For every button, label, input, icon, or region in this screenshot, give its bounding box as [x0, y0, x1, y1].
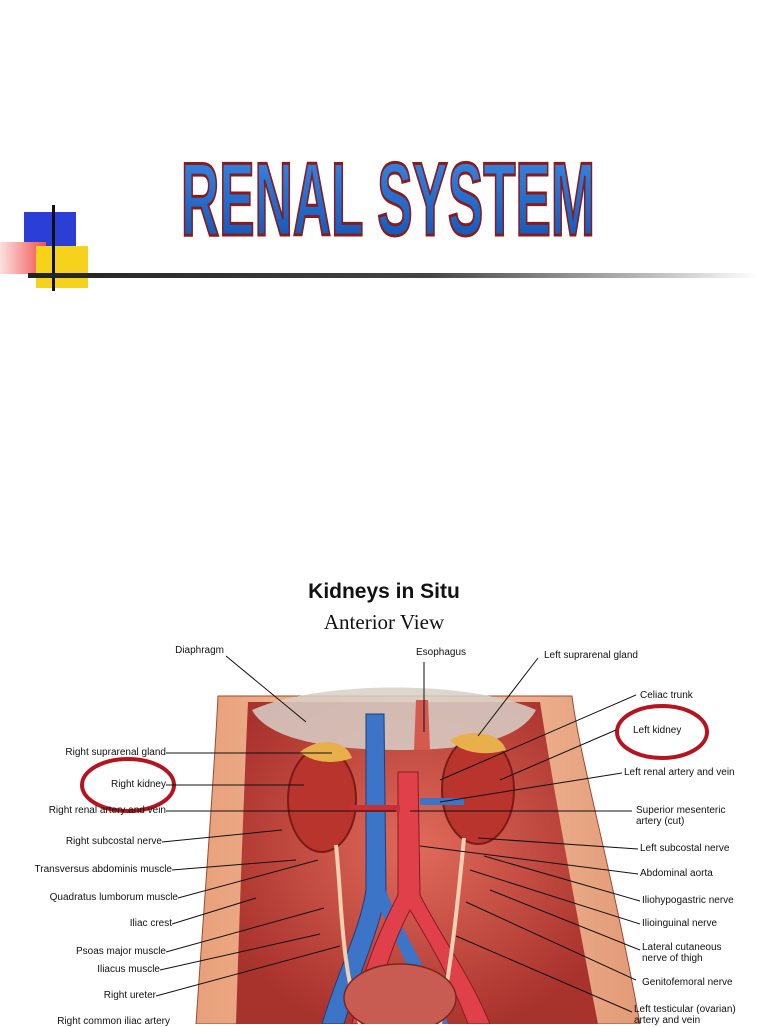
label-ilioinguinal-nerve: Ilioinguinal nerve [642, 918, 718, 929]
deco-vertical-line [52, 205, 55, 291]
label-genitofemoral-nerve: Genitofemoral nerve [642, 977, 733, 988]
left-suprarenal-shape [450, 733, 506, 754]
label-iliacus-muscle: Iliacus muscle [97, 964, 160, 975]
label-transversus-abdominis: Transversus abdominis muscle [34, 864, 172, 875]
label-left-kidney: Left kidney [633, 725, 682, 736]
label-iliohypogastric-nerve: Iliohypogastric nerve [642, 895, 734, 906]
figure-subtitle: Anterior View [323, 610, 445, 634]
leader-lines-left [155, 655, 396, 997]
label-iliac-crest: Iliac crest [129, 918, 172, 929]
label-right-subcostal-nerve: Right subcostal nerve [65, 836, 162, 847]
label-right-suprarenal-gland: Right suprarenal gland [65, 747, 166, 758]
kidneys-illustration [80, 655, 709, 1024]
label-quadratus-lumborum: Quadratus lumborum muscle [49, 892, 178, 903]
label-right-renal-artery-vein: Right renal artery and vein [48, 805, 166, 816]
label-left-suprarenal-gland: Left suprarenal gland [544, 650, 638, 661]
label-left-subcostal-nerve: Left subcostal nerve [640, 843, 730, 854]
label-abdominal-aorta: Abdominal aorta [640, 868, 713, 879]
label-right-kidney: Right kidney [110, 779, 166, 790]
label-esophagus: Esophagus [416, 647, 467, 658]
label-psoas-major: Psoas major muscle [75, 946, 166, 957]
left-kidney-highlight [615, 704, 709, 760]
figure-title: Kidneys in Situ [308, 580, 460, 603]
title-rule [28, 273, 758, 278]
right-kidney-shape [287, 747, 357, 853]
label-diaphragm: Diaphragm [175, 645, 224, 656]
deco-yellow-square [36, 246, 88, 288]
esophagus-shape [414, 700, 430, 750]
label-left-renal-artery-vein: Left renal artery and vein [624, 767, 735, 778]
leader-lines-right [410, 657, 641, 1013]
label-right-common-iliac-artery: Right common iliac artery [57, 1016, 170, 1027]
bladder-shape [343, 963, 457, 1024]
label-celiac-trunk: Celiac trunk [640, 690, 693, 701]
label-right-ureter: Right ureter [103, 990, 156, 1001]
slide-title-text: RENAL SYSTEM [181, 143, 595, 247]
label-superior-mesenteric-artery: Superior mesenteric artery (cut) [636, 805, 726, 827]
vena-cava-shape [321, 713, 387, 1024]
label-lateral-cutaneous-nerve: Lateral cutaneous nerve of thigh [642, 942, 722, 964]
right-suprarenal-shape [300, 741, 352, 762]
right-renal-vessels [350, 805, 400, 812]
label-left-testicular-artery-vein: Left testicular (ovarian) artery and vei… [634, 1004, 736, 1026]
slide-title: RENAL SYSTEM [180, 143, 597, 247]
